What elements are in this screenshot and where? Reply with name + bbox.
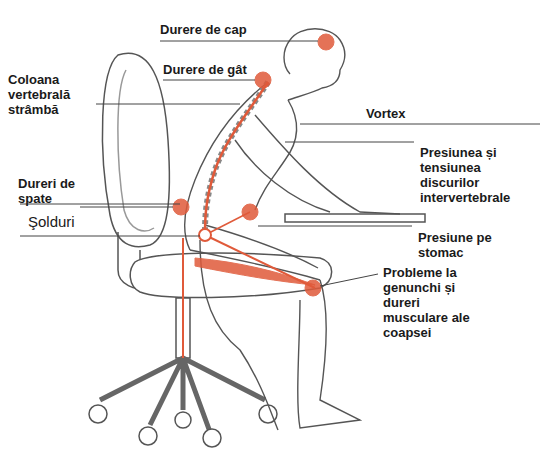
chair bbox=[89, 53, 332, 447]
spine bbox=[205, 82, 268, 235]
callout-label: Durere de gât bbox=[163, 62, 273, 77]
callout-label: Coloana vertebrală strâmbă bbox=[8, 72, 94, 117]
callout-label: Vortex bbox=[366, 106, 446, 121]
callout-label: Dureri de spate bbox=[18, 176, 78, 206]
stress-marks bbox=[173, 34, 334, 358]
callout-label: Durere de cap bbox=[160, 22, 280, 37]
person bbox=[185, 29, 400, 430]
leader-lines bbox=[20, 41, 540, 286]
callout-label: Şolduri bbox=[28, 213, 108, 230]
callout-label: Probleme la genunchi și dureri musculare… bbox=[383, 265, 475, 340]
desk bbox=[285, 214, 425, 222]
callout-label: Presiunea și tensiunea discurilor interv… bbox=[420, 145, 522, 205]
callout-label: Presiune pe stomac bbox=[418, 230, 513, 260]
